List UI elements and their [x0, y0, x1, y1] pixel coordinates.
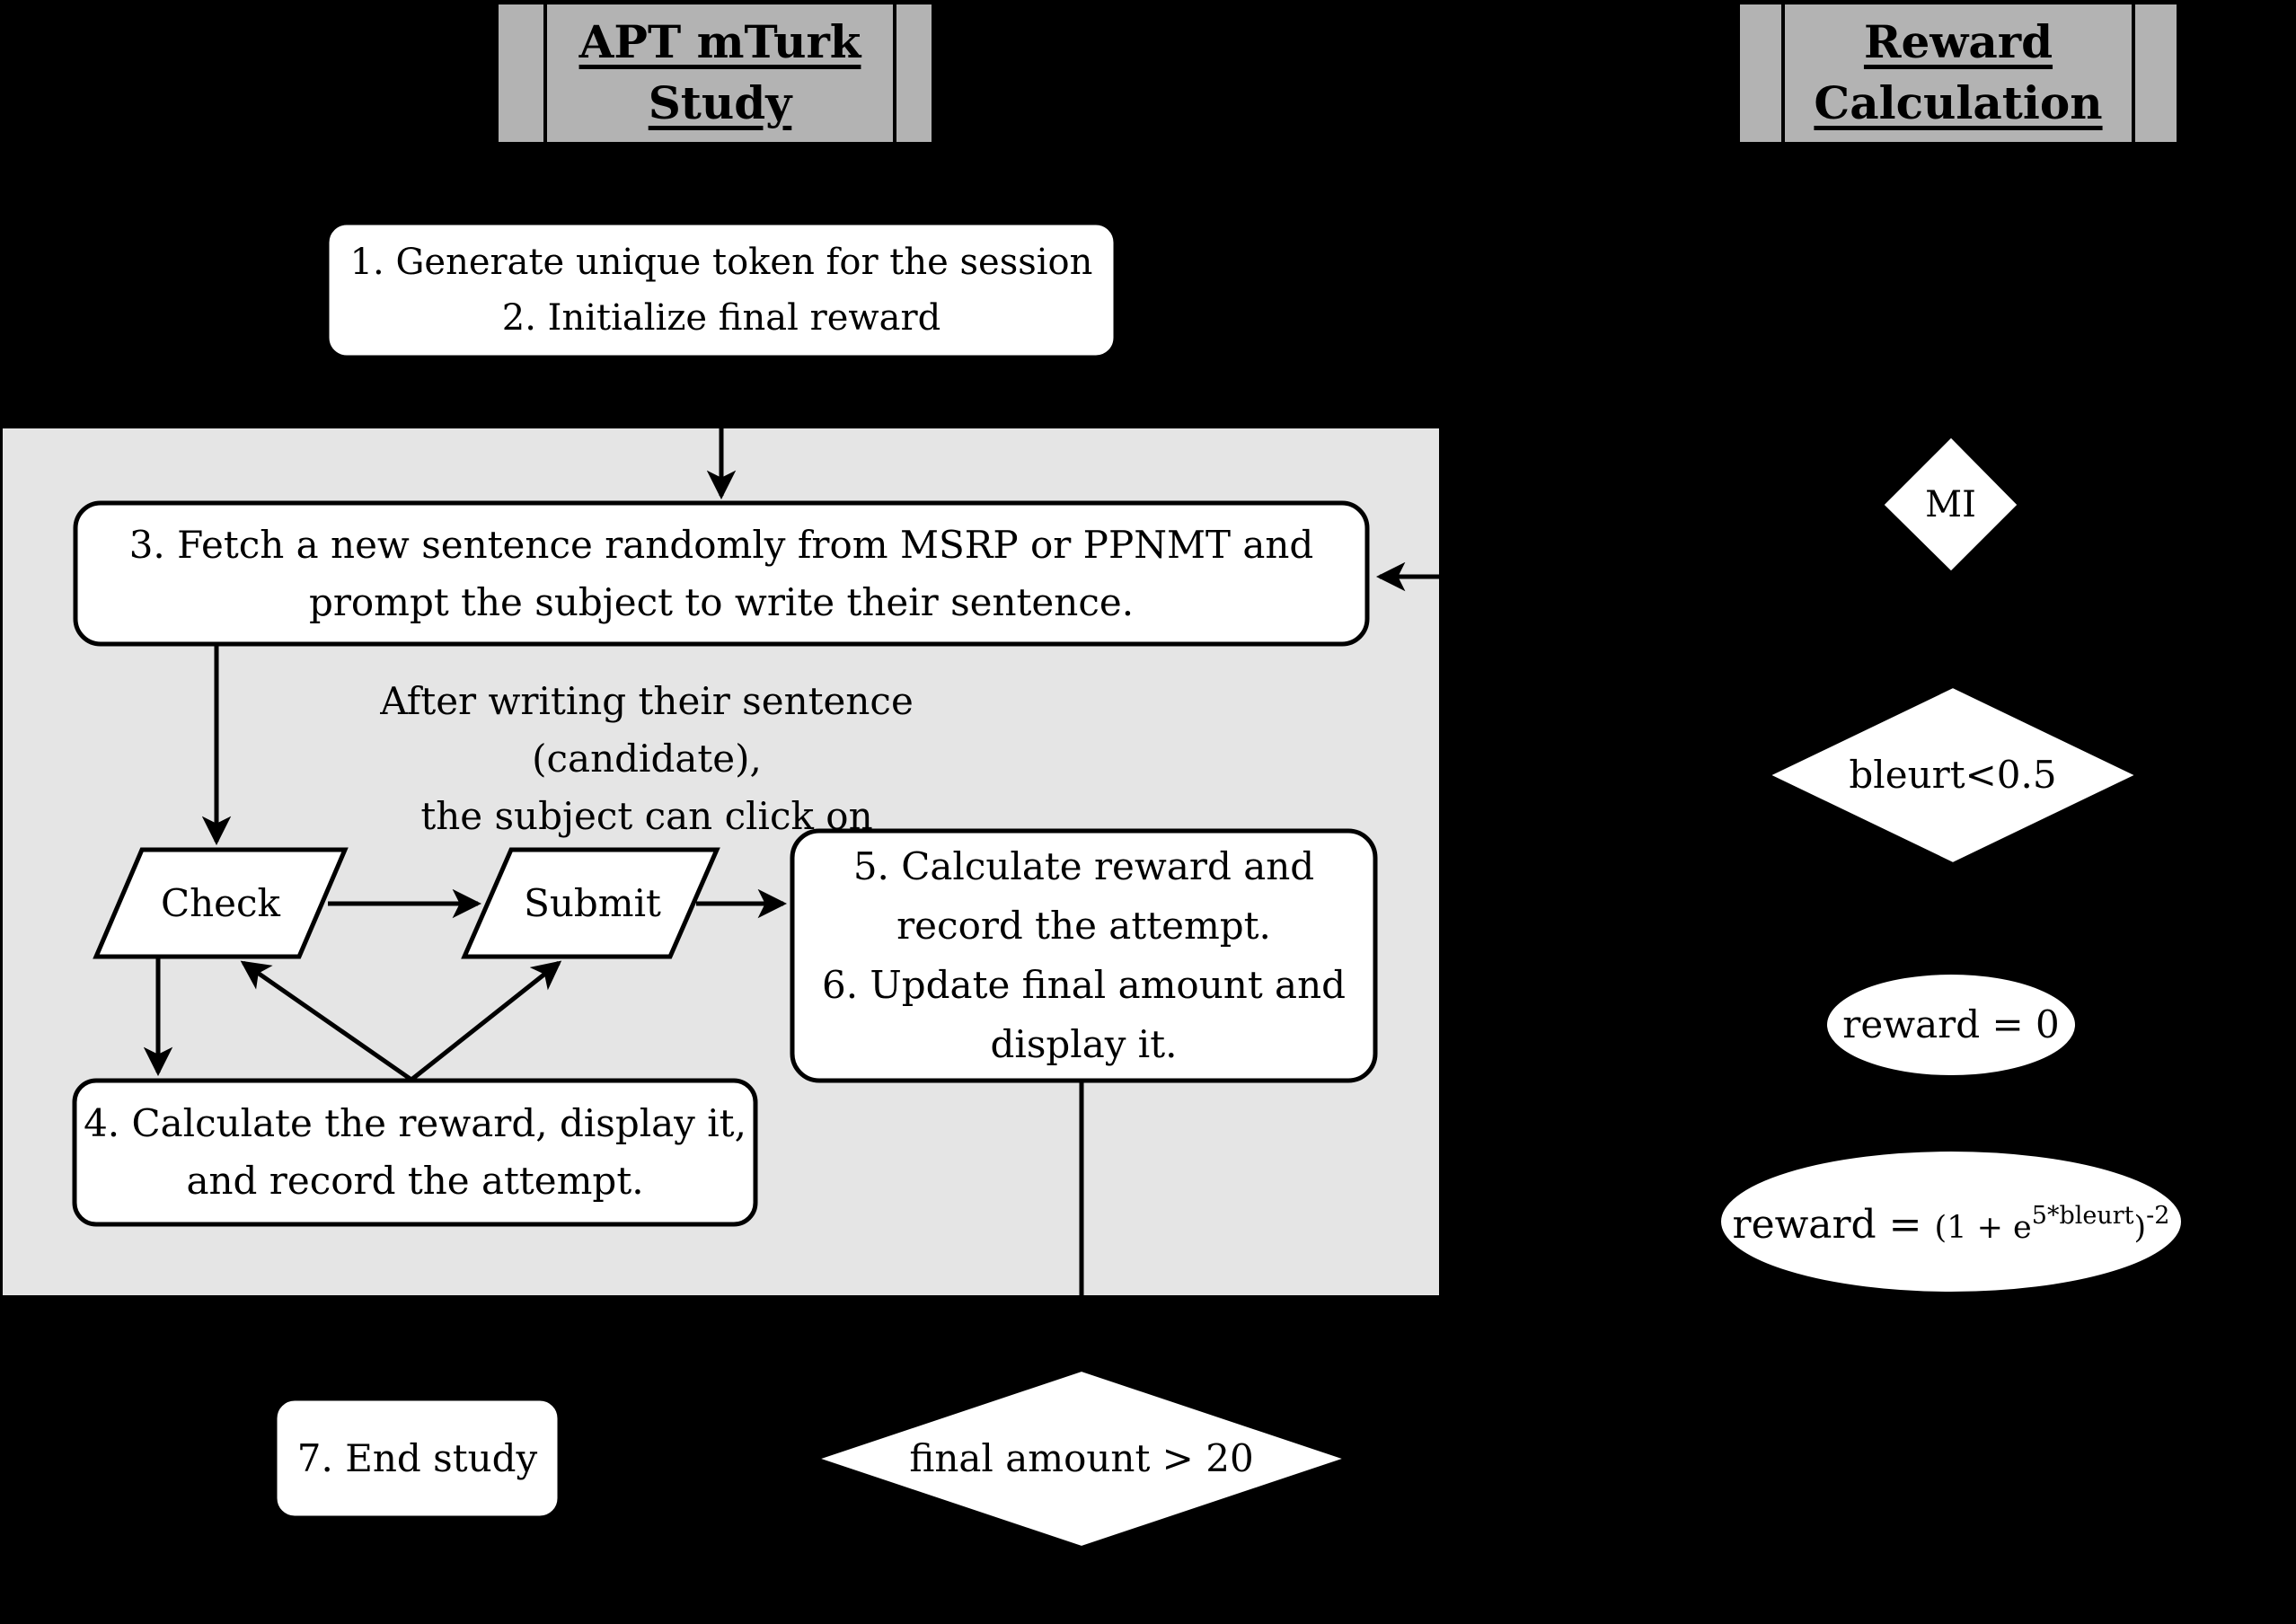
- left-panel-title-line1: APT mTurk: [578, 15, 861, 68]
- connectors: [143, 357, 1968, 1474]
- step-3-line1: 3. Fetch a new sentence randomly from MS…: [128, 522, 1314, 567]
- annotation-line1: After writing their sentence (candidate)…: [380, 679, 914, 781]
- check-button-label: Check: [96, 850, 345, 957]
- formula-power: -2: [2146, 1201, 2170, 1230]
- step-5-6-line2: record the attempt.: [896, 904, 1271, 948]
- step-7-text: 7. End study: [296, 1435, 538, 1480]
- reward-formula-label: reward = (1 + e5*bleurt)-2: [1719, 1150, 2183, 1293]
- step-5-6-line1: 5. Calculate reward and: [852, 844, 1315, 888]
- step-1-2-line2: 2. Initialize final reward: [501, 297, 941, 339]
- node-step-4-label: 4. Calculate the reward, display it, and…: [75, 1081, 755, 1224]
- step-5-6-line4: display it.: [990, 1022, 1178, 1066]
- submit-text: Submit: [524, 880, 661, 925]
- node-step-3: [73, 500, 1370, 647]
- formula-open: (1 + e: [1934, 1209, 2032, 1246]
- right-panel-title-frame: [1736, 1, 2180, 146]
- reward-formula-text: reward = (1 + e5*bleurt)-2: [1733, 1194, 2170, 1250]
- step-5-6-line3: 6. Update final amount and: [821, 963, 1347, 1007]
- check-text: Check: [160, 880, 280, 925]
- right-panel-title-line2: Calculation: [1814, 76, 2103, 129]
- left-panel-title-line2: Study: [648, 76, 792, 129]
- bleurt-decision-label: bleurt<0.5: [1768, 686, 2138, 864]
- node-reward-zero: [1824, 971, 2079, 1079]
- node-bleurt-decision: [1763, 684, 2142, 867]
- right-panel-title-line1: Reward: [1863, 15, 2053, 68]
- formula-exponent: 5*bleurt: [2031, 1201, 2134, 1230]
- step-4-line2: and record the attempt.: [186, 1159, 644, 1203]
- reward-zero-text: reward = 0: [1842, 1002, 2060, 1046]
- mi-decision-label: MI: [1882, 436, 2019, 573]
- node-step-3-label: 3. Fetch a new sentence randomly from MS…: [75, 503, 1367, 644]
- node-step-5-6: [790, 828, 1378, 1083]
- node-step-1-2-label: 1. Generate unique token for the session…: [327, 223, 1116, 357]
- step-1-2-line1: 1. Generate unique token for the session: [349, 242, 1093, 283]
- left-panel-title: APT mTurk Study: [545, 2, 895, 144]
- node-reward-formula: [1718, 1148, 2185, 1295]
- arrow-step4-to-submit: [410, 960, 562, 1081]
- node-step-7: [272, 1396, 562, 1521]
- right-panel-title: Reward Calculation: [1783, 2, 2133, 144]
- formula-lead: reward =: [1732, 1201, 1935, 1248]
- final-amount-text: final amount > 20: [909, 1436, 1254, 1480]
- node-step-7-label: 7. End study: [275, 1399, 560, 1518]
- node-submit: [461, 847, 720, 959]
- formula-close: ): [2133, 1209, 2147, 1246]
- annotation-label: After writing their sentence (candidate)…: [287, 679, 1006, 838]
- arrow-step4-to-check: [240, 960, 413, 1082]
- bleurt-text: bleurt<0.5: [1849, 753, 2057, 797]
- node-step-1-2: [324, 220, 1118, 360]
- reward-zero-label: reward = 0: [1825, 973, 2077, 1077]
- left-panel-title-frame: [495, 1, 935, 146]
- node-step-4: [72, 1078, 758, 1227]
- node-mi-decision: [1879, 433, 2022, 576]
- final-amount-decision-label: final amount > 20: [816, 1370, 1347, 1548]
- node-step-5-6-label: 5. Calculate reward and record the attem…: [792, 831, 1375, 1081]
- step-4-line1: 4. Calculate the reward, display it,: [84, 1101, 746, 1145]
- annotation-line2: the subject can click on: [420, 794, 873, 838]
- submit-button-label: Submit: [468, 850, 717, 957]
- node-final-amount-decision: [809, 1367, 1354, 1550]
- node-check: [93, 847, 349, 959]
- step-3-line2: prompt the subject to write their senten…: [308, 579, 1135, 624]
- arrow-loop-back-to-step3: [1347, 561, 1535, 1461]
- mi-text: MI: [1925, 483, 1976, 525]
